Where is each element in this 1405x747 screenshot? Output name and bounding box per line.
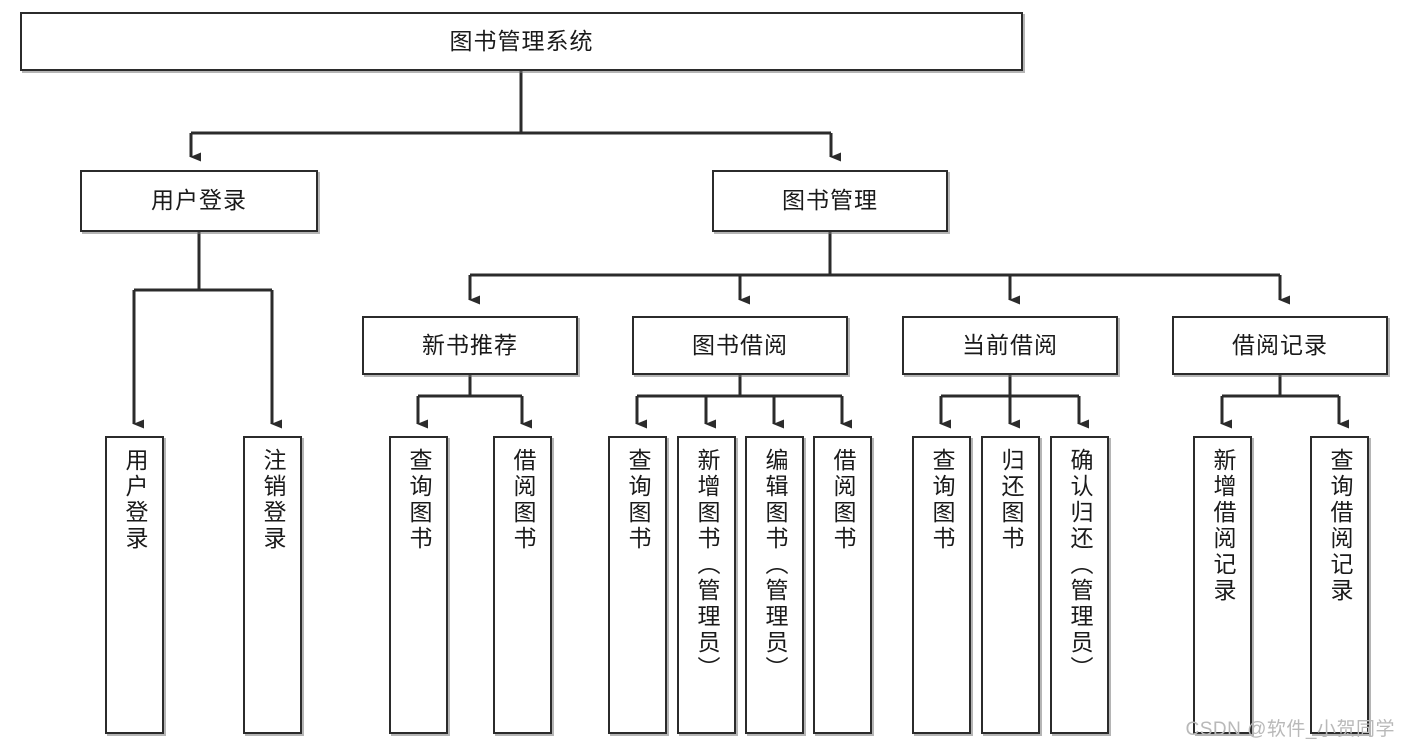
- node-label: 查询图书: [929, 448, 955, 552]
- node-label: 图书借阅: [692, 331, 788, 358]
- node-label: 新增图书（管理员）: [694, 448, 720, 682]
- leaf-current-confirm-return-admin[interactable]: 确认归还（管理员）: [1050, 436, 1109, 734]
- node-label: 归还图书: [998, 448, 1024, 552]
- node-book-borrow[interactable]: 图书借阅: [632, 316, 848, 375]
- node-label: 查询借阅记录: [1327, 448, 1353, 604]
- leaf-user-login-signin[interactable]: 用户登录: [105, 436, 164, 734]
- leaf-borrow-edit-book-admin[interactable]: 编辑图书（管理员）: [745, 436, 804, 734]
- leaf-record-query-record[interactable]: 查询借阅记录: [1310, 436, 1369, 734]
- node-label: 当前借阅: [962, 331, 1058, 358]
- leaf-current-return-book[interactable]: 归还图书: [981, 436, 1040, 734]
- node-current-borrow[interactable]: 当前借阅: [902, 316, 1118, 375]
- leaf-new-book-query[interactable]: 查询图书: [389, 436, 448, 734]
- node-label: 查询图书: [625, 448, 651, 552]
- node-label: 图书管理系统: [449, 27, 594, 54]
- node-new-book-recommend[interactable]: 新书推荐: [362, 316, 578, 375]
- node-book-management[interactable]: 图书管理: [712, 170, 948, 232]
- leaf-record-add-record[interactable]: 新增借阅记录: [1193, 436, 1252, 734]
- node-label: 查询图书: [406, 448, 432, 552]
- node-label: 编辑图书（管理员）: [762, 448, 788, 682]
- node-label: 注销登录: [260, 448, 286, 552]
- node-label: 新增借阅记录: [1210, 448, 1236, 604]
- node-root-system[interactable]: 图书管理系统: [20, 12, 1023, 71]
- leaf-borrow-query-book[interactable]: 查询图书: [608, 436, 667, 734]
- node-borrow-record[interactable]: 借阅记录: [1172, 316, 1388, 375]
- watermark: CSDN @软件_小贺同学: [1185, 719, 1395, 740]
- node-label: 用户登录: [151, 187, 247, 214]
- leaf-borrow-add-book-admin[interactable]: 新增图书（管理员）: [677, 436, 736, 734]
- node-label: 借阅图书: [830, 448, 856, 552]
- node-label: 新书推荐: [422, 331, 518, 358]
- leaf-user-login-signout[interactable]: 注销登录: [243, 436, 302, 734]
- node-label: 用户登录: [122, 448, 148, 552]
- node-label: 图书管理: [782, 187, 878, 214]
- node-user-login[interactable]: 用户登录: [80, 170, 318, 232]
- leaf-current-query-book[interactable]: 查询图书: [912, 436, 971, 734]
- leaf-new-book-borrow[interactable]: 借阅图书: [493, 436, 552, 734]
- node-label: 借阅记录: [1232, 331, 1328, 358]
- node-label: 借阅图书: [510, 448, 536, 552]
- leaf-borrow-borrow-book[interactable]: 借阅图书: [813, 436, 872, 734]
- node-label: 确认归还（管理员）: [1067, 448, 1093, 682]
